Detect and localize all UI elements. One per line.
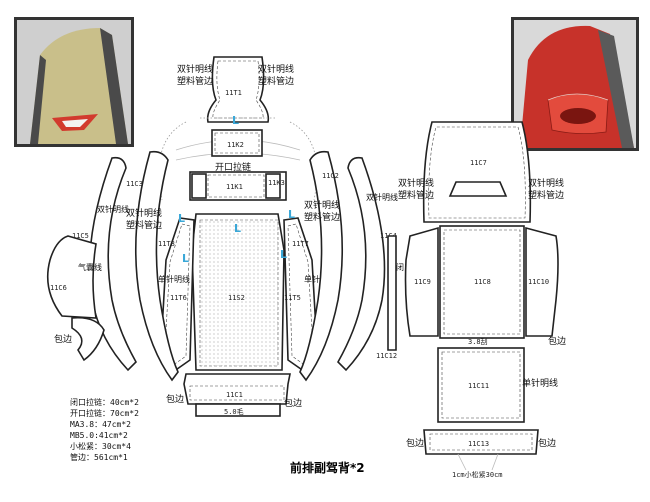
annotation-pe-c7-left: 塑料管边 bbox=[398, 189, 434, 201]
annotation-pe-right: 塑料管边 bbox=[258, 75, 294, 87]
annotation-wrap-c1-left: 包边 bbox=[166, 393, 184, 405]
annotation-wrap-c13-left: 包边 bbox=[406, 437, 424, 449]
annotation-wrap-c9: 包边 bbox=[548, 335, 566, 347]
annotation-pe-left: 塑料管边 bbox=[177, 75, 213, 87]
label-11C6: 11C6 bbox=[50, 284, 67, 292]
annotation-ds-vertical-right: 双针明线 bbox=[366, 192, 398, 202]
label-11S2: 11S2 bbox=[228, 294, 245, 302]
label-11C12: 11C12 bbox=[376, 352, 397, 360]
annotation-small-lock: 1cm小松紧30cm bbox=[452, 470, 503, 479]
annotation-ds-left: 双针明线 bbox=[177, 63, 213, 75]
piece-11C7: 11C7 bbox=[422, 121, 532, 223]
photo-right-seat bbox=[511, 17, 639, 151]
annotation-open-zipper: 开口拉链 bbox=[215, 161, 251, 173]
annotation-ds-c2: 双针明线 bbox=[304, 199, 340, 211]
piece-11C13: 11C13 bbox=[423, 429, 539, 471]
label-11C5: 11C5 bbox=[72, 232, 89, 240]
piece-11C3: 11C3 bbox=[126, 150, 179, 382]
marker-L-6: L bbox=[280, 248, 287, 261]
note-line: MA3.8：47cm*2 bbox=[70, 420, 131, 429]
label-11C1: 11C1 bbox=[226, 391, 243, 399]
piece-11C6: 11C6 bbox=[46, 235, 97, 319]
marker-L-5: L bbox=[182, 252, 189, 265]
label-11C11: 11C11 bbox=[468, 382, 489, 390]
label-11K1: 11K1 bbox=[226, 183, 243, 191]
label-11C13: 11C13 bbox=[468, 440, 489, 448]
annotation-wrap-left: 包边 bbox=[54, 333, 72, 345]
note-line: 开口拉链：70cm*2 bbox=[70, 408, 139, 418]
annotation-pe-c2: 塑料管边 bbox=[304, 211, 340, 223]
piece-11T1: 11T1 bbox=[206, 56, 270, 123]
label-11T8: 11T8 bbox=[158, 240, 175, 248]
label-11C10: 11C10 bbox=[528, 278, 549, 286]
dotted-outline-head bbox=[158, 117, 318, 201]
annotation-single-stitch-c11: 单针明线 bbox=[522, 377, 558, 389]
marker-L-1: L bbox=[232, 114, 239, 127]
label-11K2: 11K2 bbox=[227, 141, 244, 149]
annotation-pe-c3: 塑料管边 bbox=[126, 219, 162, 231]
label-11T1: 11T1 bbox=[225, 89, 242, 97]
label-11T6: 11T6 bbox=[170, 294, 187, 302]
note-line: 管边：561cm*1 bbox=[70, 452, 128, 462]
piece-11C10: 11C10 bbox=[525, 226, 559, 337]
marker-L-4: L bbox=[288, 208, 295, 221]
piece-11C9: 11C9 bbox=[404, 226, 439, 337]
annotation-ds-c7-left: 双针明线 bbox=[398, 177, 434, 189]
piece-11C2: 11C2 bbox=[299, 150, 344, 382]
label-11T5: 11T5 bbox=[284, 294, 301, 302]
piece-11C11: 11C11 bbox=[437, 347, 525, 423]
materials-notes: 闭口拉链：40cm*2 开口拉链：70cm*2 MA3.8：47cm*2 MB5… bbox=[70, 397, 139, 462]
marker-L-2: L bbox=[178, 212, 185, 225]
label-11T7: 11T7 bbox=[292, 240, 309, 248]
annotation-size-38: 3.8刮 bbox=[468, 337, 488, 346]
annotation-ds-c3: 双针明线 bbox=[126, 207, 162, 219]
annotation-ds-vertical-left: 双针明线 bbox=[97, 204, 129, 214]
note-line: 闭口拉链：40cm*2 bbox=[70, 397, 139, 407]
piece-11K2: 11K2 bbox=[211, 129, 263, 157]
annotation-hair-5: 5.0毛 bbox=[224, 407, 244, 416]
piece-11S2: 11S2 bbox=[191, 213, 285, 371]
annotation-ds-c7-right: 双针明线 bbox=[528, 177, 564, 189]
diagram-title: 前排副驾背*2 bbox=[290, 460, 365, 475]
piece-11C8: 11C8 bbox=[439, 225, 525, 339]
annotation-pe-c7-right: 塑料管边 bbox=[528, 189, 564, 201]
note-line: MB5.0:41cm*2 bbox=[70, 431, 128, 440]
piece-11C5-lower bbox=[71, 316, 105, 362]
annotation-wrap-c1-right: 包边 bbox=[284, 397, 302, 409]
annotation-wrap-c13-right: 包边 bbox=[538, 437, 556, 449]
label-11C7: 11C7 bbox=[470, 159, 487, 167]
piece-11C12: 11C12 bbox=[376, 235, 397, 360]
marker-L-3: L bbox=[234, 222, 241, 235]
label-11C2: 11C2 bbox=[322, 172, 339, 180]
label-11K3: 11K3 bbox=[268, 179, 285, 187]
note-line: 小松紧：30cm*4 bbox=[70, 441, 131, 451]
label-11C8: 11C8 bbox=[474, 278, 491, 286]
annotation-air-bag: 气囊线 bbox=[78, 262, 102, 272]
label-11C9: 11C9 bbox=[414, 278, 431, 286]
annotation-single-stitch-left: 单针明线 bbox=[158, 274, 190, 284]
piece-11C1: 11C1 bbox=[183, 373, 291, 417]
photo-left-seat bbox=[14, 17, 134, 147]
annotation-ds-right: 双针明线 bbox=[258, 63, 294, 75]
label-11C3: 11C3 bbox=[126, 180, 143, 188]
piece-11K1: 11K1 bbox=[189, 171, 287, 201]
